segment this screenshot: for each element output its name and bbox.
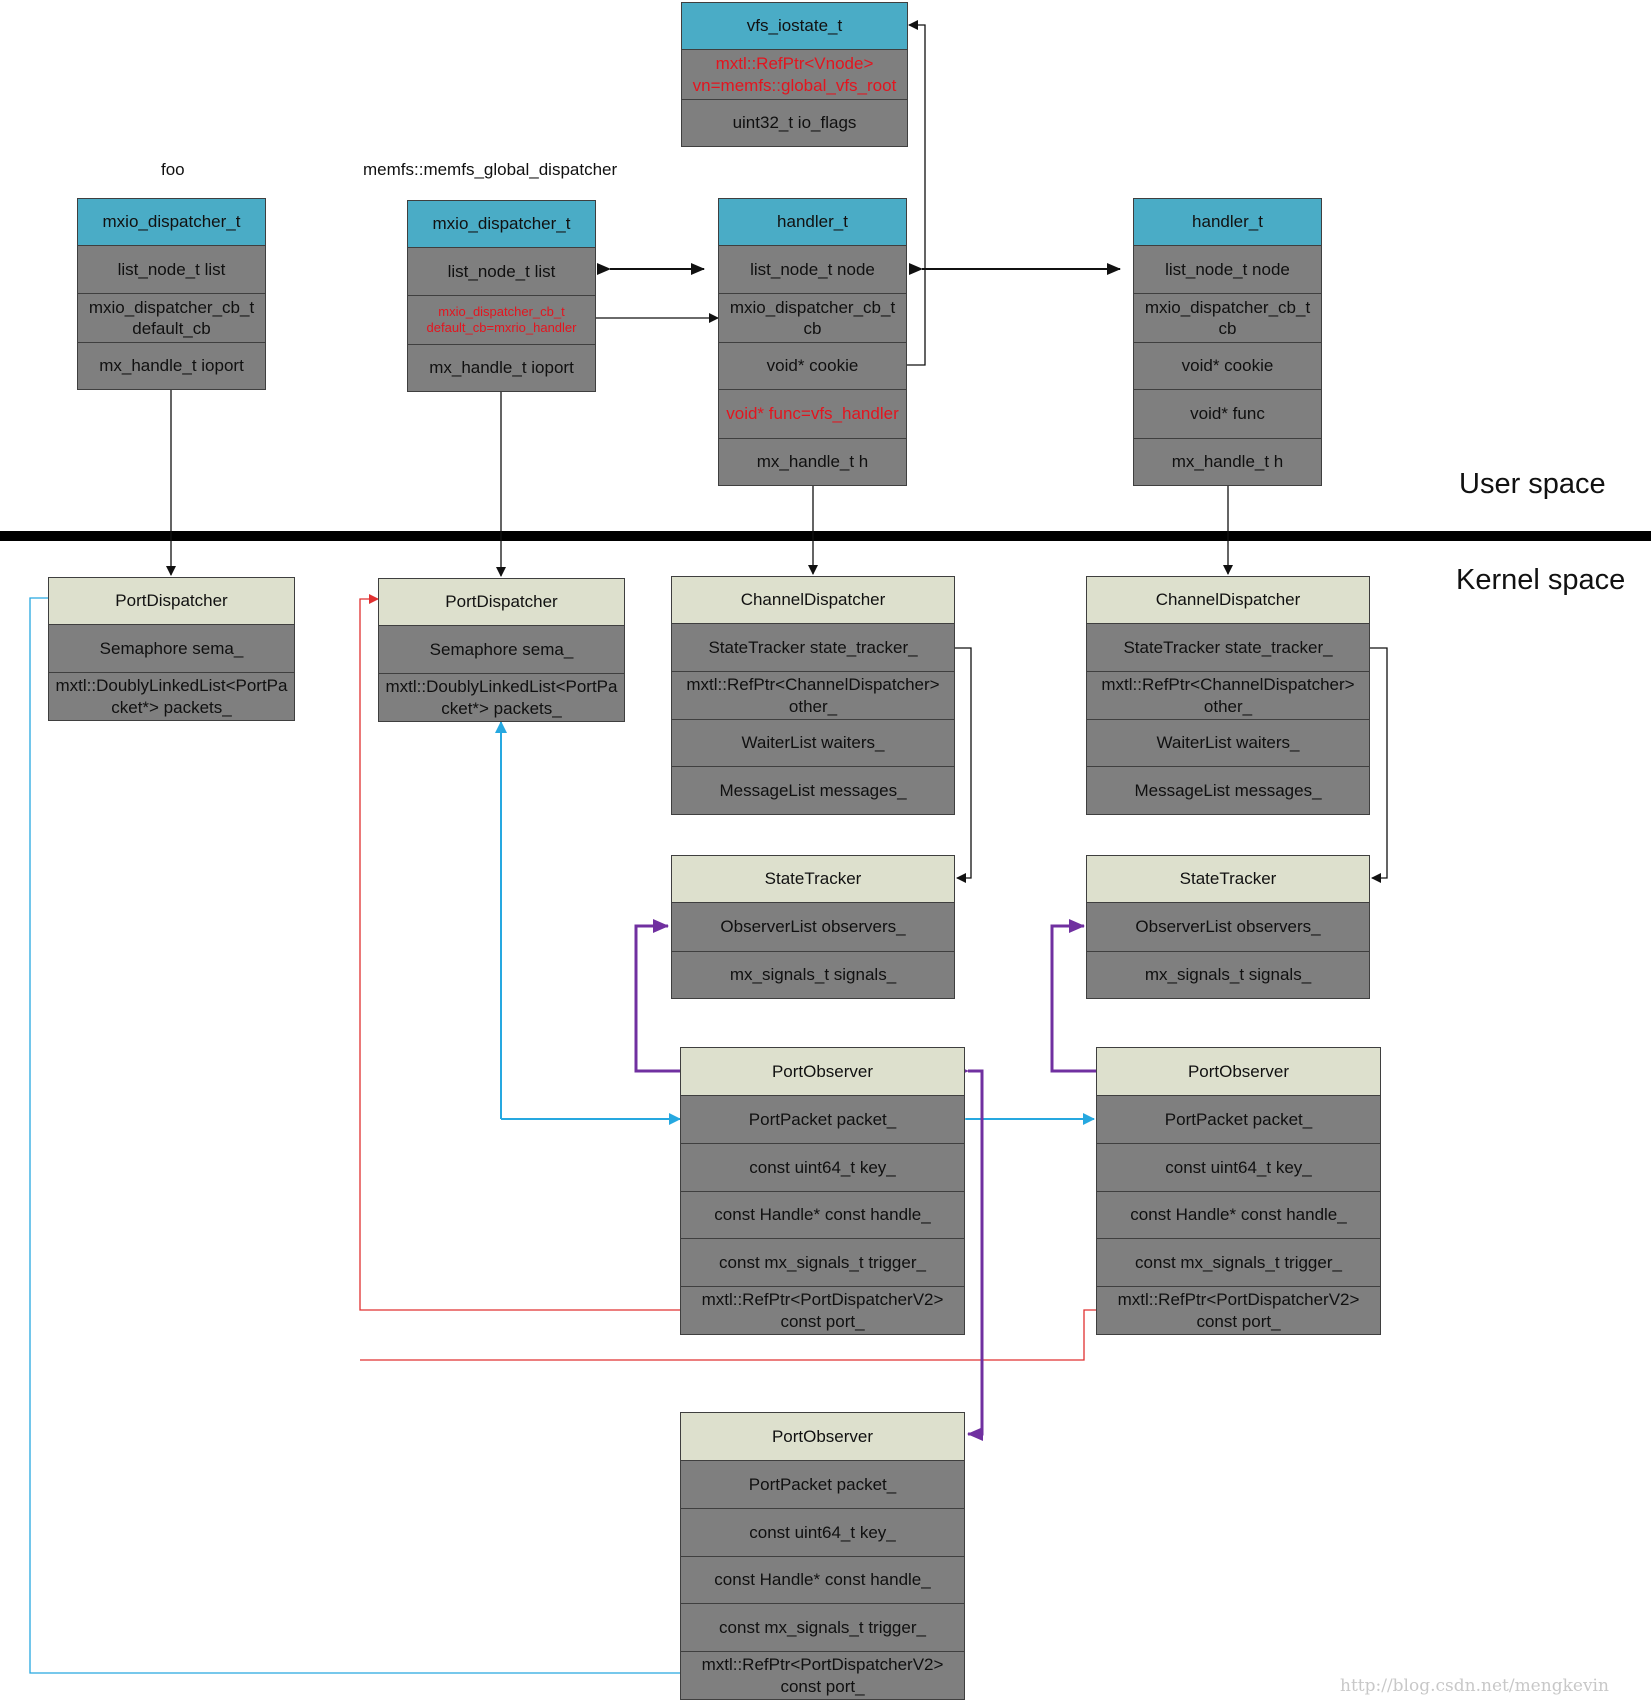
state-tracker2-field: ObserverList observers_ <box>1087 903 1369 951</box>
handler1-field: void* func=vfs_handler <box>719 389 906 438</box>
memfs-dispatcher-field: mx_handle_t ioport <box>408 344 595 391</box>
watermark: http://blog.csdn.net/mengkevin <box>1340 1676 1609 1696</box>
port-dispatcher1-field: mxtl::DoublyLinkedList<PortPa cket*> pac… <box>49 672 294 720</box>
arrow-observers2 <box>1050 919 1111 1078</box>
vfs-iostate-field: uint32_t io_flags <box>682 99 907 146</box>
state-tracker1-title: StateTracker <box>672 856 954 903</box>
port-observer3-field: const mx_signals_t trigger_ <box>681 1603 964 1651</box>
state-tracker2-title: StateTracker <box>1087 856 1369 903</box>
state-tracker1-field: ObserverList observers_ <box>672 903 954 951</box>
port-dispatcher2-title: PortDispatcher <box>379 579 624 626</box>
port-observer2-title: PortObserver <box>1097 1048 1380 1096</box>
port-dispatcher1-field: Semaphore sema_ <box>49 625 294 672</box>
port-observer3-field: const uint64_t key_ <box>681 1508 964 1556</box>
handler2-field: mx_handle_t h <box>1134 438 1321 485</box>
state-tracker2-field: mx_signals_t signals_ <box>1087 951 1369 998</box>
arrow-port-observer3-to-portdispatcher1 <box>29 597 680 1674</box>
memfs-global-dispatcher-label: memfs::memfs_global_dispatcher <box>363 160 618 179</box>
memfs-dispatcher-title: mxio_dispatcher_t <box>408 201 595 248</box>
channel-dispatcher1-field: StateTracker state_tracker_ <box>672 624 954 671</box>
channel-dispatcher1-field: MessageList messages_ <box>672 766 954 814</box>
vfs-iostate-title: vfs_iostate_t <box>682 3 907 50</box>
port-observer1-field: const uint64_t key_ <box>681 1143 964 1191</box>
port-observer1-title: PortObserver <box>681 1048 964 1096</box>
channel-dispatcher2-field: MessageList messages_ <box>1087 766 1369 814</box>
port-observer3-field: mxtl::RefPtr<PortDispatcherV2> const por… <box>681 1651 964 1699</box>
port-observer3-field: PortPacket packet_ <box>681 1461 964 1508</box>
user-space-label: User space <box>1459 468 1606 500</box>
handler1-field: mx_handle_t h <box>719 438 906 485</box>
state-tracker1-field: mx_signals_t signals_ <box>672 951 954 998</box>
memfs-dispatcher-field: list_node_t list <box>408 248 595 295</box>
arrow-state-tracker1 <box>954 647 972 883</box>
port-observer2-field: const uint64_t key_ <box>1097 1143 1380 1191</box>
channel-dispatcher2-title: ChannelDispatcher <box>1087 577 1369 624</box>
handler1-field: list_node_t node <box>719 246 906 293</box>
channel-dispatcher1-field: mxtl::RefPtr<ChannelDispatcher> other_ <box>672 671 954 719</box>
port-observer2-field: const Handle* const handle_ <box>1097 1191 1380 1238</box>
port-observer2-field: const mx_signals_t trigger_ <box>1097 1238 1380 1286</box>
port-observer1-field: const Handle* const handle_ <box>681 1191 964 1238</box>
port-observer1-field: const mx_signals_t trigger_ <box>681 1238 964 1286</box>
port-observer1-field: PortPacket packet_ <box>681 1096 964 1143</box>
handler1-field: mxio_dispatcher_cb_t cb <box>719 293 906 342</box>
channel-dispatcher2-field: StateTracker state_tracker_ <box>1087 624 1369 671</box>
handler2-field: void* func <box>1134 389 1321 438</box>
handler2-field: void* cookie <box>1134 342 1321 389</box>
user-kernel-divider <box>0 531 1651 541</box>
arrow-state-tracker2 <box>1369 647 1388 883</box>
arrow-observer-chain <box>953 1064 984 1441</box>
arrow-port-observer2-port <box>360 1309 1096 1361</box>
foo-dispatcher-field: mxio_dispatcher_cb_t default_cb <box>78 293 265 342</box>
foo-dispatcher-field: mx_handle_t ioport <box>78 342 265 389</box>
port-dispatcher1-title: PortDispatcher <box>49 578 294 625</box>
memfs-dispatcher-field: mxio_dispatcher_cb_t default_cb=mxrio_ha… <box>408 295 595 344</box>
port-observer3-field: const Handle* const handle_ <box>681 1556 964 1603</box>
arrow-cookie-to-vfs-iostate <box>907 20 926 366</box>
channel-dispatcher2-field: WaiterList waiters_ <box>1087 719 1369 766</box>
port-observer1-field: mxtl::RefPtr<PortDispatcherV2> const por… <box>681 1286 964 1334</box>
arrow-observers1 <box>634 919 695 1078</box>
foo-dispatcher-field: list_node_t list <box>78 246 265 293</box>
handler1-title: handler_t <box>719 199 906 246</box>
port-observer3-title: PortObserver <box>681 1413 964 1461</box>
handler1-field: void* cookie <box>719 342 906 389</box>
vfs-iostate-field: mxtl::RefPtr<Vnode> vn=memfs::global_vfs… <box>682 50 907 99</box>
foo-label: foo <box>161 160 185 179</box>
port-observer2-field: PortPacket packet_ <box>1097 1096 1380 1143</box>
port-dispatcher2-field: Semaphore sema_ <box>379 626 624 673</box>
kernel-space-label: Kernel space <box>1456 564 1626 596</box>
channel-dispatcher2-field: mxtl::RefPtr<ChannelDispatcher> other_ <box>1087 671 1369 719</box>
handler2-field: mxio_dispatcher_cb_t cb <box>1134 293 1321 342</box>
handler2-title: handler_t <box>1134 199 1321 246</box>
channel-dispatcher1-field: WaiterList waiters_ <box>672 719 954 766</box>
port-dispatcher2-field: mxtl::DoublyLinkedList<PortPa cket*> pac… <box>379 673 624 721</box>
port-observer2-field: mxtl::RefPtr<PortDispatcherV2> const por… <box>1097 1286 1380 1334</box>
channel-dispatcher1-title: ChannelDispatcher <box>672 577 954 624</box>
handler2-field: list_node_t node <box>1134 246 1321 293</box>
foo-dispatcher-title: mxio_dispatcher_t <box>78 199 265 246</box>
arrow-port-observer1-port <box>359 594 680 1311</box>
